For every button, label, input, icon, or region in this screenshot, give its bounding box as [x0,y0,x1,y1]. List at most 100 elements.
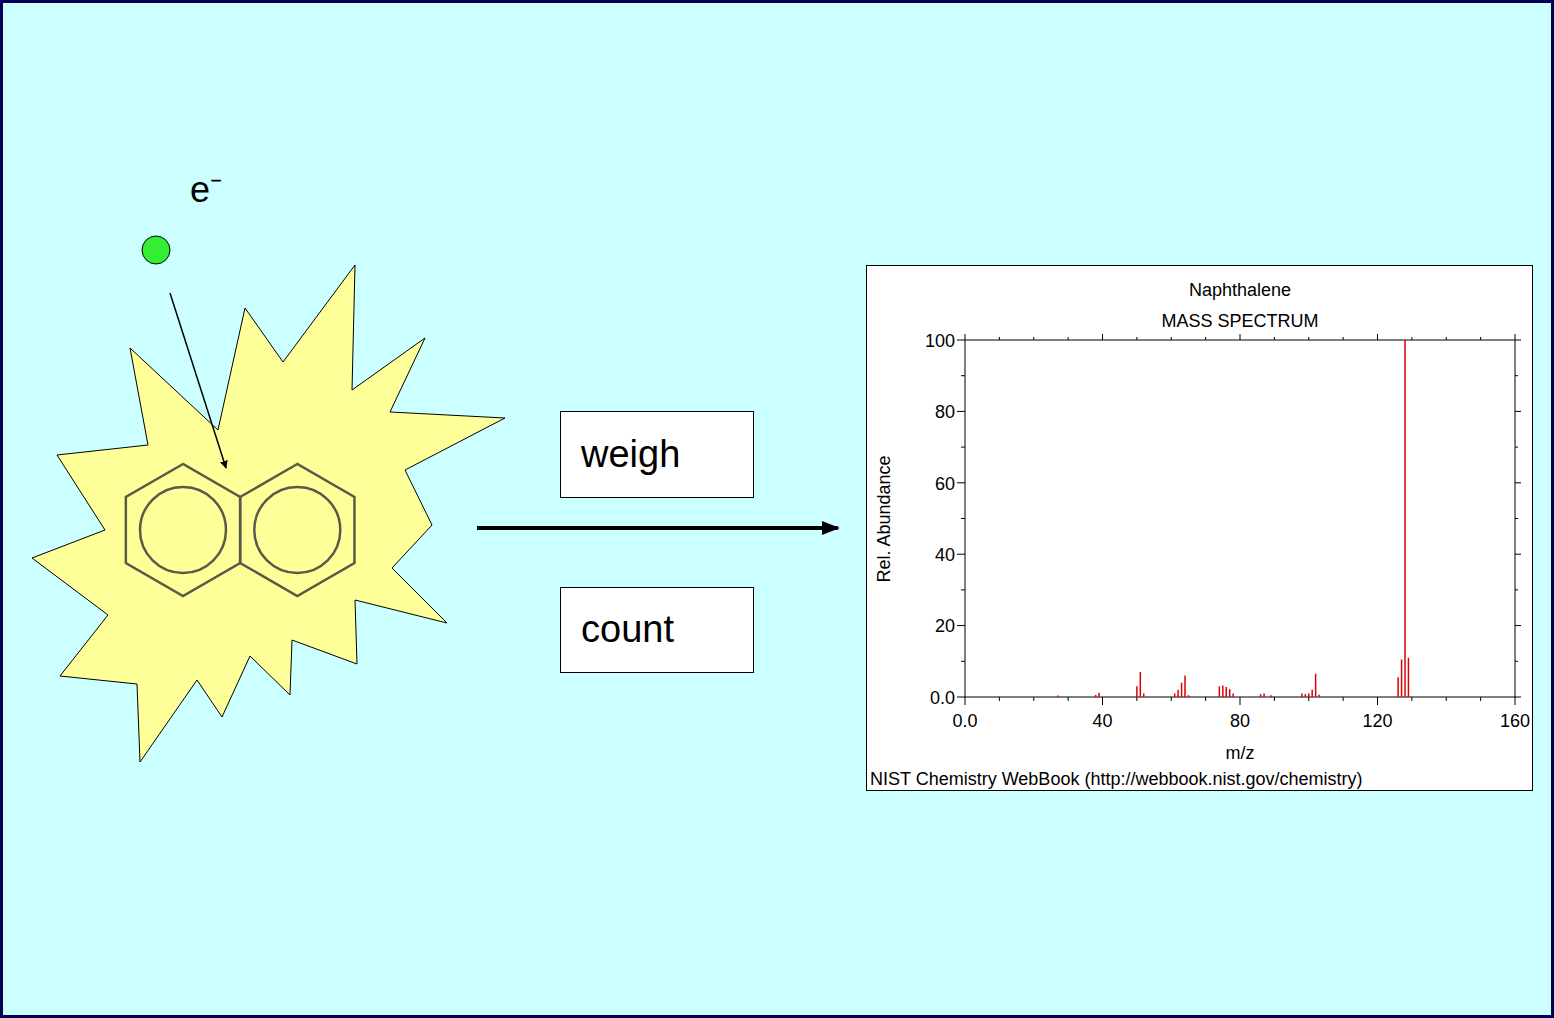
spectrum-peak [1222,686,1224,697]
spectrum-peak [1098,693,1100,697]
y-tick [957,697,965,698]
spectrum-peak [1174,693,1176,697]
aromatic-circle [254,487,340,573]
tick-label: 100 [925,332,955,350]
x-tick [1033,337,1034,340]
x-tick [1205,697,1206,701]
y-tick [957,482,965,483]
spectrum-peak [1315,674,1317,697]
x-tick [965,334,966,340]
x-tick [1480,697,1481,701]
tick-label: 20 [935,617,955,635]
x-tick [1308,337,1309,340]
y-tick [961,447,965,448]
x-tick [999,697,1000,701]
spectrum-peak [1408,658,1410,697]
x-tick [1515,697,1516,705]
x-tick [1274,337,1275,340]
tick-label: 60 [935,475,955,493]
electron-label: e⁻ [190,172,222,208]
x-tick [1446,337,1447,340]
process-box: weigh [560,411,754,498]
spectrum-peak [1404,340,1406,697]
y-tick [1515,375,1518,376]
spectrum-peak [1232,693,1234,697]
electron-path-arrow [170,293,226,468]
x-tick [1102,697,1103,705]
axis-title: Rel. Abundance [875,455,893,582]
x-tick [1033,697,1034,701]
axis-title: m/z [1226,744,1255,762]
spectrum-peak [1140,672,1142,697]
spectrum-peak [1311,690,1313,697]
y-tick [1515,554,1521,555]
spectrum-peak [1397,677,1399,697]
x-tick [1377,334,1378,340]
spectrum-peak [1177,690,1179,697]
y-tick [961,661,965,662]
tick-label: 80 [935,403,955,421]
x-tick [1343,697,1344,701]
y-tick [957,411,965,412]
x-tick [1171,697,1172,701]
y-tick [961,375,965,376]
y-tick [1515,482,1521,483]
spectrum-peak [1401,660,1403,697]
chart-title: Naphthalene [1189,281,1291,299]
y-tick [961,589,965,590]
tick-label: 80 [1230,712,1250,730]
y-tick [961,518,965,519]
y-tick [957,625,965,626]
x-tick [965,697,966,705]
spectrum-peak [1301,693,1303,697]
naphthalene-structure [126,464,355,596]
step-label: count [581,609,674,651]
spectrum-peak [1057,696,1059,697]
spectrum-peak [1219,686,1221,697]
tick-label: 40 [935,546,955,564]
y-tick [1515,340,1521,341]
benzene-ring [126,464,240,596]
x-tick [1240,697,1241,705]
y-tick [1515,697,1521,698]
y-tick [1515,518,1518,519]
spectrum-peak [1095,695,1097,697]
spectrum-peak [1181,683,1183,697]
x-tick [1240,334,1241,340]
spectrum-peak [1305,694,1307,697]
electron [142,236,170,264]
x-tick [1377,697,1378,705]
x-tick [1480,337,1481,340]
spectrum-peak [1318,695,1320,697]
process-box: count [560,587,754,673]
spectrum-peak [1308,693,1310,697]
step-label: weigh [581,434,680,476]
x-tick [1446,697,1447,701]
source-caption: NIST Chemistry WebBook (http://webbook.n… [870,770,1363,788]
tick-label: 0.0 [930,689,955,707]
x-tick [1068,697,1069,701]
x-tick [1068,337,1069,340]
process-arrow [477,526,838,530]
x-tick [999,337,1000,340]
spectrum-peak [1188,695,1190,697]
aromatic-circle [140,487,226,573]
y-tick [957,340,965,341]
spectrum-peak [1229,689,1231,697]
y-tick [1515,661,1518,662]
x-tick [1411,337,1412,340]
y-tick [1515,447,1518,448]
x-tick [1136,337,1137,340]
spectrum-peak [1143,693,1145,697]
x-tick [1136,697,1137,701]
x-tick [1205,337,1206,340]
y-tick [1515,589,1518,590]
tick-label: 120 [1362,712,1392,730]
spectrum-peak [1260,694,1262,697]
tick-label: 40 [1092,712,1112,730]
plot-frame [965,340,1515,697]
x-tick [1515,334,1516,340]
spectrum-peak [1263,693,1265,697]
spectrum-peak [1184,676,1186,697]
spectrum-peak [1270,695,1272,697]
